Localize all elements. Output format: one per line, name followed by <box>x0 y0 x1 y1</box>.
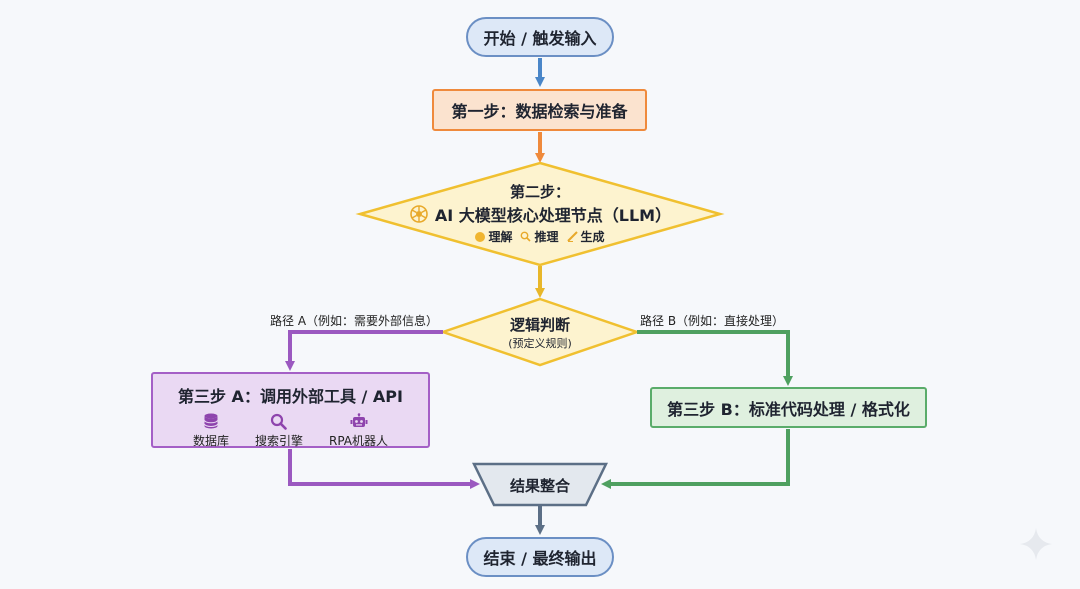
step3a-title: 第三步 A：调用外部工具 / API <box>177 387 403 406</box>
merge-label: 结果整合 <box>509 477 570 495</box>
robot-icon <box>350 413 368 427</box>
tag-generate: 生成 <box>566 228 605 245</box>
tool-rpa: RPA机器人 <box>329 413 388 449</box>
tool-database: 数据库 <box>193 413 229 449</box>
step3b-label: 第三步 B：标准代码处理 / 格式化 <box>667 399 910 419</box>
tag-understand: 理解 <box>475 228 512 245</box>
magnifier-icon <box>520 231 532 242</box>
step3a-tools: 数据库 搜索引擎 RPA机器人 <box>193 413 388 449</box>
step2-title: 第二步： <box>509 183 570 201</box>
step2-diamond <box>355 161 725 267</box>
brain-icon <box>475 231 486 242</box>
end-node: 结束 / 最终输出 <box>466 537 614 577</box>
start-label: 开始 / 触发输入 <box>483 29 597 48</box>
end-label: 结束 / 最终输出 <box>483 549 597 568</box>
step3b-node: 第三步 B：标准代码处理 / 格式化 <box>650 387 927 428</box>
path-b-label: 路径 B（例如：直接处理） <box>640 314 785 328</box>
arrow-path-b <box>637 330 793 386</box>
decision-subtitle: (预定义规则) <box>508 337 572 350</box>
arrow-path-a <box>285 330 443 371</box>
sparkle-icon <box>1020 528 1052 560</box>
search-icon <box>271 413 288 430</box>
step3a-node: 第三步 A：调用外部工具 / API 数据库 搜索引擎 <box>151 372 430 448</box>
arrow-step3b-merge <box>601 429 790 489</box>
arrow-step3a-merge <box>288 449 480 489</box>
step1-node: 第一步：数据检索与准备 <box>432 89 647 131</box>
pencil-icon <box>566 231 578 242</box>
step2-subtitle-row: AI 大模型核心处理节点（LLM） <box>360 202 720 226</box>
tag-reason: 推理 <box>520 228 559 245</box>
ai-brain-icon <box>409 204 429 224</box>
decision-diamond <box>439 297 641 367</box>
path-a-label: 路径 A（例如：需要外部信息） <box>270 314 439 328</box>
decision-title: 逻辑判断 <box>509 316 570 334</box>
start-node: 开始 / 触发输入 <box>466 17 614 57</box>
merge-trapezoid <box>471 462 609 507</box>
step1-label: 第一步：数据检索与准备 <box>451 102 628 121</box>
database-icon <box>203 413 218 429</box>
tool-search-engine: 搜索引擎 <box>255 413 303 449</box>
step2-tags: 理解 推理 生成 <box>360 228 720 245</box>
step2-subtitle: AI 大模型核心处理节点（LLM） <box>434 206 672 225</box>
